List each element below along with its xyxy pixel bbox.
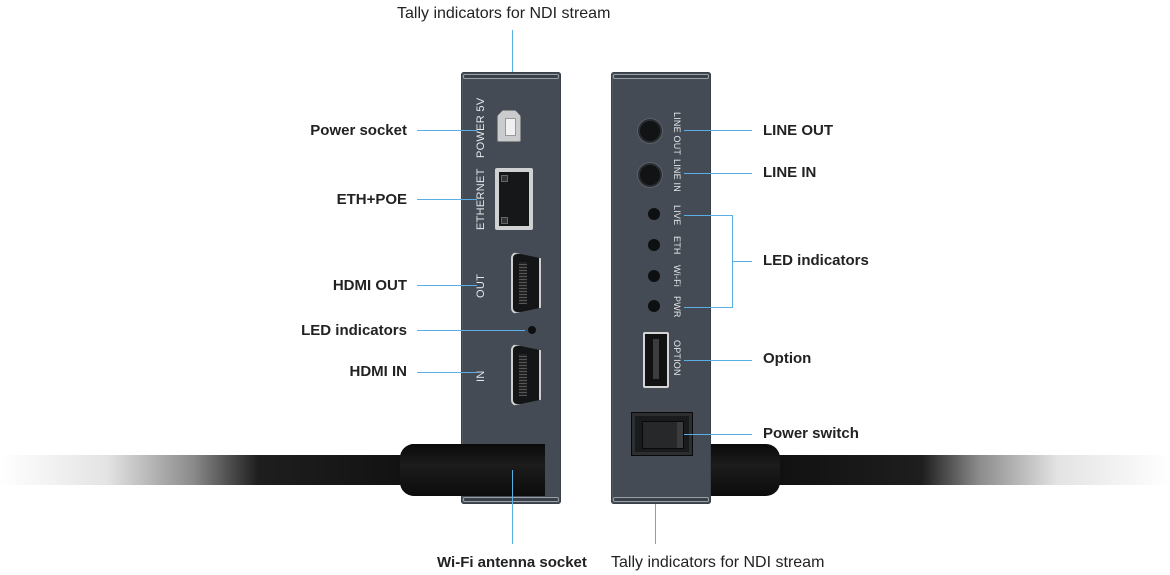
- hdmi-in-port: [511, 344, 541, 406]
- hdmi-out-label: HDMI OUT: [332, 277, 407, 294]
- wifi-text: Wi-Fi: [672, 265, 682, 287]
- option-text: OPTION: [672, 340, 682, 376]
- wifi-antenna-socket-connector: [400, 444, 545, 496]
- line-in-callout-line: [684, 173, 752, 174]
- line-in-jack: [638, 163, 662, 187]
- wifi-antenna-socket-label: Wi-Fi antenna socket: [437, 554, 587, 571]
- line-in-label: LINE IN: [763, 164, 817, 181]
- hdmi-in-label: HDMI IN: [349, 363, 408, 380]
- option-label: Option: [763, 350, 812, 367]
- led-indicators-left-label: LED indicators: [301, 322, 407, 339]
- led-indicators-right-callout-line: [732, 261, 752, 262]
- power-socket-callout-line: [417, 130, 477, 131]
- power-socket-label: Power socket: [310, 122, 407, 139]
- power-socket-port: [497, 110, 521, 142]
- ethernet-port: [495, 168, 533, 230]
- wifi-antenna-right-connector: [700, 444, 780, 496]
- tally-indicators-bottom-label: Tally indicators for NDI stream: [611, 554, 825, 571]
- line-out-callout-line: [684, 130, 752, 131]
- right-device-bottom-lip: [613, 497, 709, 502]
- eth-poe-callout-line: [417, 199, 477, 200]
- left-device-top-lip: [463, 74, 559, 79]
- live-text: LIVE: [672, 205, 682, 226]
- pwr-led: [648, 300, 660, 312]
- eth-led: [648, 239, 660, 251]
- led-indicators-left-callout-line: [417, 330, 525, 331]
- line-out-text: LINE OUT: [672, 112, 682, 156]
- option-callout-line: [684, 360, 752, 361]
- hdmi-in-callout-line: [417, 372, 477, 373]
- led-indicators-right-label: LED indicators: [763, 252, 869, 269]
- power-switch-callout-line: [684, 434, 752, 435]
- tally-indicators-top-label: Tally indicators for NDI stream: [397, 5, 611, 22]
- wifi-antenna-right-cable: [770, 455, 1170, 485]
- right-device-panel: LINE OUT LINE IN LIVE ETH Wi-Fi PWR OPTI…: [611, 72, 711, 504]
- left-device-panel: POWER 5V ETHERNET OUT IN: [461, 72, 561, 504]
- power-switch-label: Power switch: [763, 425, 859, 442]
- line-out-label: LINE OUT: [763, 122, 833, 139]
- tally-top-callout-line: [512, 30, 513, 72]
- live-led: [648, 208, 660, 220]
- pwr-text: PWR: [672, 296, 682, 318]
- tally-bottom-callout-line: [655, 504, 656, 544]
- line-out-jack: [638, 119, 662, 143]
- option-usb-port: [643, 332, 669, 388]
- wifi-led: [648, 270, 660, 282]
- wifi-antenna-left-cable: [0, 455, 430, 485]
- led-bracket-bottom: [684, 307, 732, 308]
- power-switch[interactable]: [631, 412, 693, 456]
- eth-text: ETH: [672, 236, 682, 255]
- power-5v-text: POWER 5V: [475, 97, 487, 158]
- hdmi-out-callout-line: [417, 285, 477, 286]
- hdmi-out-port: [511, 252, 541, 314]
- wifi-antenna-callout-line: [512, 470, 513, 544]
- right-device-top-lip: [613, 74, 709, 79]
- line-in-text: LINE IN: [672, 159, 682, 192]
- left-device-bottom-lip: [463, 497, 559, 502]
- led-indicator-dot: [528, 326, 536, 334]
- eth-poe-label: ETH+POE: [336, 191, 407, 208]
- led-bracket-top: [684, 215, 732, 216]
